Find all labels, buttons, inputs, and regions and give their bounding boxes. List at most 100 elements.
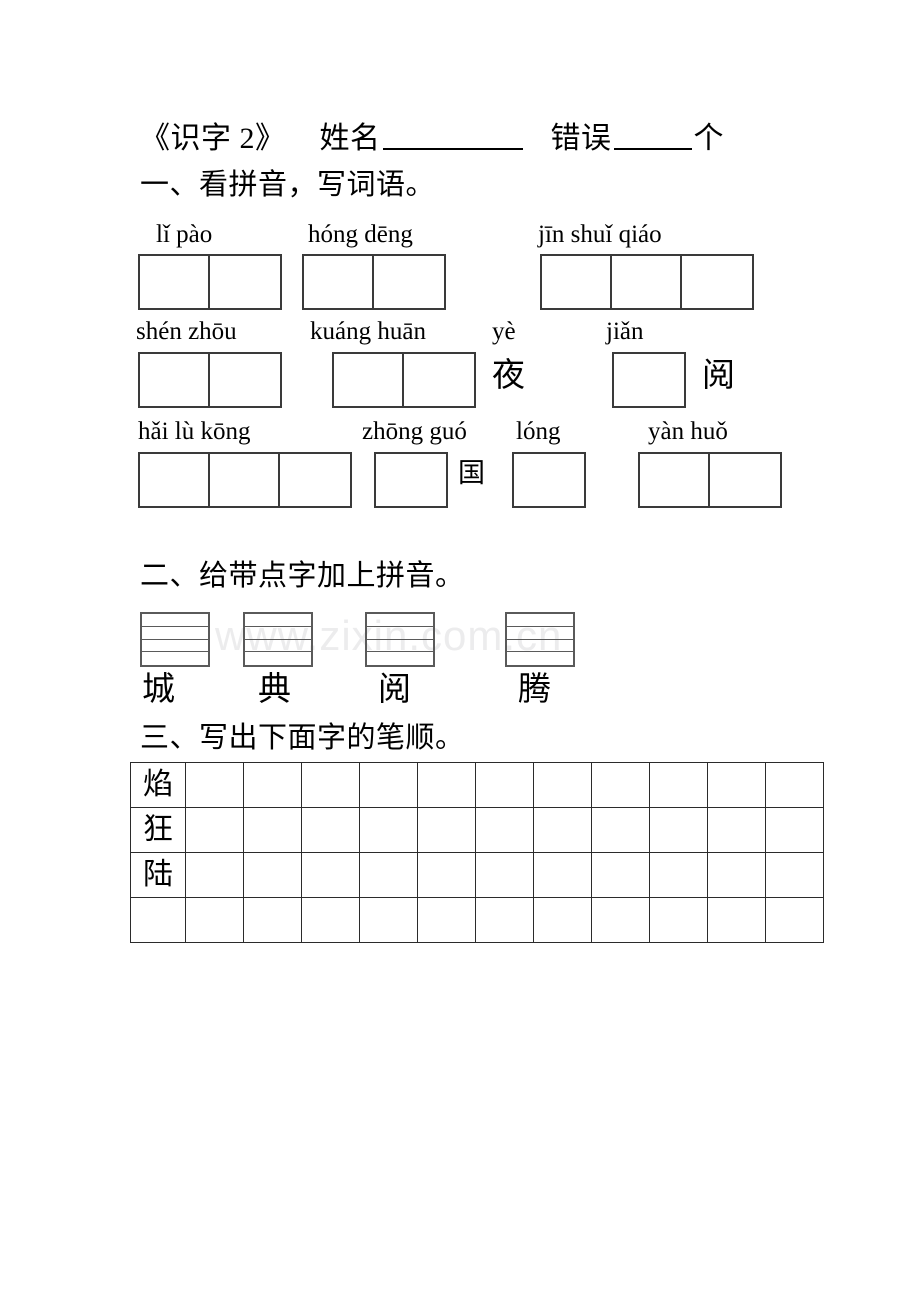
write-cell[interactable] bbox=[612, 256, 682, 308]
stroke-cell[interactable] bbox=[301, 807, 360, 853]
write-cell[interactable] bbox=[334, 354, 404, 406]
stroke-cell[interactable] bbox=[475, 897, 534, 943]
section-2-heading: 二、给带点字加上拼音。 bbox=[140, 560, 465, 592]
stroke-cell[interactable] bbox=[243, 852, 302, 898]
stroke-cell[interactable] bbox=[533, 762, 592, 808]
write-boxes-hong-deng[interactable] bbox=[302, 254, 446, 310]
stroke-cell[interactable] bbox=[707, 807, 766, 853]
pinyin-rule bbox=[142, 640, 208, 653]
stroke-cell[interactable] bbox=[707, 762, 766, 808]
write-cell[interactable] bbox=[376, 454, 446, 506]
stroke-cell[interactable] bbox=[301, 897, 360, 943]
stroke-cell[interactable] bbox=[185, 807, 244, 853]
pinyin-box-teng[interactable] bbox=[505, 612, 575, 667]
pinyin-yan-huo: yàn huǒ bbox=[648, 418, 728, 445]
stroke-cell[interactable] bbox=[591, 852, 650, 898]
stroke-cell[interactable] bbox=[185, 762, 244, 808]
pinyin-hong-deng: hóng dēng bbox=[308, 221, 413, 248]
stroke-cell[interactable] bbox=[359, 897, 418, 943]
name-label: 姓名 bbox=[319, 122, 381, 155]
stroke-cell[interactable] bbox=[765, 762, 824, 808]
stroke-row-char: 狂 bbox=[130, 807, 186, 853]
stroke-cell[interactable] bbox=[649, 897, 708, 943]
target-char-teng: 腾 bbox=[518, 672, 551, 708]
stroke-cell[interactable] bbox=[185, 852, 244, 898]
pinyin-box-cheng[interactable] bbox=[140, 612, 210, 667]
stroke-cell[interactable] bbox=[533, 897, 592, 943]
pinyin-box-dian[interactable] bbox=[243, 612, 313, 667]
write-cell[interactable] bbox=[210, 256, 280, 308]
write-cell[interactable] bbox=[682, 256, 752, 308]
stroke-cell[interactable] bbox=[417, 897, 476, 943]
stroke-cell[interactable] bbox=[707, 897, 766, 943]
write-boxes-hai-lu-kong[interactable] bbox=[138, 452, 352, 508]
stroke-table-row: 狂 bbox=[130, 807, 824, 853]
stroke-cell[interactable] bbox=[707, 852, 766, 898]
stroke-cell[interactable] bbox=[475, 762, 534, 808]
write-cell[interactable] bbox=[404, 354, 474, 406]
stroke-cell[interactable] bbox=[765, 897, 824, 943]
write-boxes-jin-shui-qiao[interactable] bbox=[540, 254, 754, 310]
stroke-cell[interactable] bbox=[765, 807, 824, 853]
stroke-cell[interactable] bbox=[533, 807, 592, 853]
write-cell[interactable] bbox=[514, 454, 584, 506]
pinyin-rule bbox=[142, 614, 208, 627]
stroke-cell[interactable] bbox=[359, 762, 418, 808]
target-char-dian: 典 bbox=[258, 672, 291, 708]
write-cell[interactable] bbox=[374, 256, 444, 308]
stroke-cell[interactable] bbox=[359, 807, 418, 853]
stroke-cell[interactable] bbox=[649, 807, 708, 853]
stroke-cell[interactable] bbox=[185, 897, 244, 943]
stroke-cell[interactable] bbox=[417, 762, 476, 808]
stroke-cell[interactable] bbox=[475, 807, 534, 853]
stroke-cell[interactable] bbox=[301, 762, 360, 808]
given-char-guo: 国 bbox=[458, 458, 485, 488]
write-boxes-jian[interactable] bbox=[612, 352, 686, 408]
pinyin-zhong-guo: zhōng guó bbox=[362, 418, 467, 445]
stroke-cell[interactable] bbox=[649, 762, 708, 808]
write-boxes-long[interactable] bbox=[512, 452, 586, 508]
pinyin-rule bbox=[142, 627, 208, 640]
stroke-cell[interactable] bbox=[649, 852, 708, 898]
pinyin-jin-shui-qiao: jīn shuǐ qiáo bbox=[538, 221, 662, 248]
write-cell[interactable] bbox=[640, 454, 710, 506]
stroke-cell[interactable] bbox=[591, 897, 650, 943]
pinyin-rule bbox=[367, 614, 433, 627]
errors-blank[interactable] bbox=[613, 148, 692, 150]
write-cell[interactable] bbox=[140, 454, 210, 506]
target-char-yue: 阅 bbox=[378, 672, 411, 708]
stroke-cell[interactable] bbox=[765, 852, 824, 898]
stroke-cell[interactable] bbox=[301, 852, 360, 898]
stroke-cell[interactable] bbox=[243, 897, 302, 943]
stroke-cell[interactable] bbox=[533, 852, 592, 898]
write-cell[interactable] bbox=[614, 354, 684, 406]
write-boxes-shen-zhou[interactable] bbox=[138, 352, 282, 408]
write-cell[interactable] bbox=[542, 256, 612, 308]
errors-unit: 个 bbox=[693, 122, 724, 155]
target-char-cheng: 城 bbox=[142, 672, 175, 708]
stroke-cell[interactable] bbox=[243, 807, 302, 853]
pinyin-shen-zhou: shén zhōu bbox=[136, 318, 237, 345]
stroke-cell[interactable] bbox=[475, 852, 534, 898]
name-blank[interactable] bbox=[382, 148, 523, 150]
write-cell[interactable] bbox=[140, 354, 210, 406]
write-boxes-li-pao[interactable] bbox=[138, 254, 282, 310]
write-cell[interactable] bbox=[280, 454, 350, 506]
stroke-cell[interactable] bbox=[243, 762, 302, 808]
write-boxes-yan-huo[interactable] bbox=[638, 452, 782, 508]
write-boxes-zhong[interactable] bbox=[374, 452, 448, 508]
stroke-cell[interactable] bbox=[359, 852, 418, 898]
write-cell[interactable] bbox=[140, 256, 210, 308]
write-cell[interactable] bbox=[304, 256, 374, 308]
pinyin-jian: jiǎn bbox=[606, 318, 644, 345]
stroke-cell[interactable] bbox=[591, 762, 650, 808]
write-boxes-kuang-huan[interactable] bbox=[332, 352, 476, 408]
write-cell[interactable] bbox=[210, 454, 280, 506]
stroke-cell[interactable] bbox=[417, 807, 476, 853]
write-cell[interactable] bbox=[210, 354, 280, 406]
pinyin-box-yue[interactable] bbox=[365, 612, 435, 667]
write-cell[interactable] bbox=[710, 454, 780, 506]
stroke-cell[interactable] bbox=[417, 852, 476, 898]
stroke-cell[interactable] bbox=[591, 807, 650, 853]
pinyin-rule bbox=[507, 640, 573, 653]
